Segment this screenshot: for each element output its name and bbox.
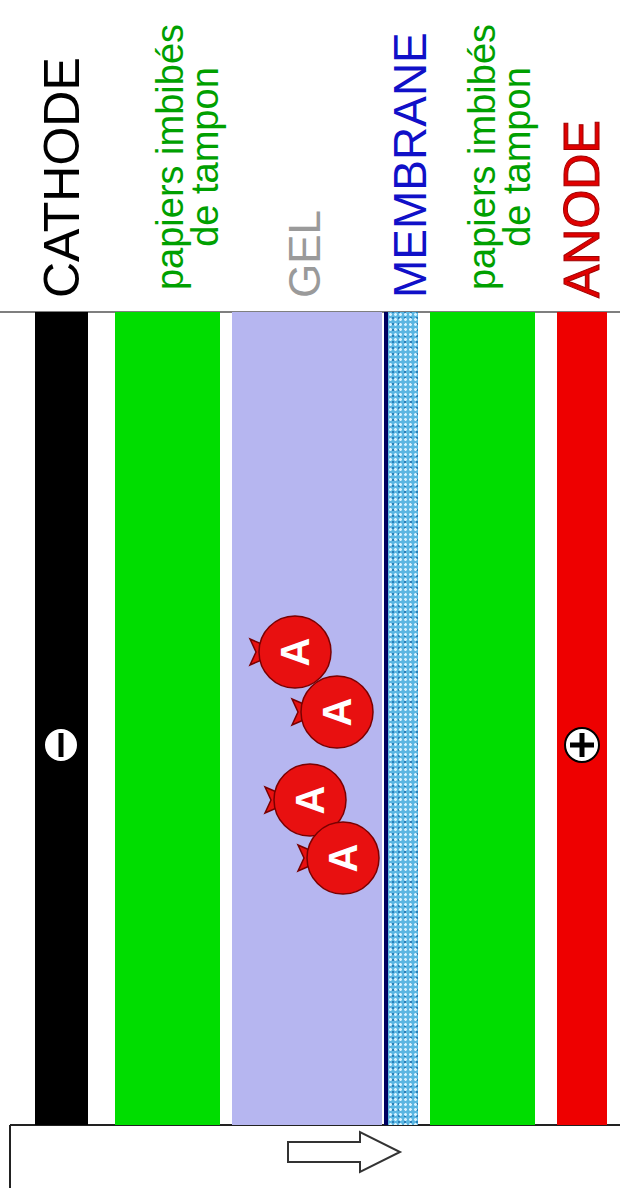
membrane-band: MEMBRANE — [384, 0, 418, 1125]
gel-band: GELAAAA — [232, 0, 382, 1125]
antigen-letter: A — [275, 638, 315, 667]
antigen-circle: A — [258, 615, 332, 689]
band-fill — [430, 312, 535, 1125]
layer-label: CATHODE — [39, 57, 85, 298]
polarity-circle — [44, 728, 78, 762]
polarity-stroke — [580, 733, 585, 757]
layer-label: papiers imbibés de tampon — [465, 16, 535, 298]
antigen-letter: A — [323, 844, 363, 873]
antigen-circle: A — [306, 821, 380, 895]
cathode-band: CATHODE — [35, 0, 88, 1125]
band-fill — [115, 312, 220, 1125]
polarity-stroke — [59, 733, 64, 757]
layer-label: GEL — [285, 210, 325, 298]
layer-label: papiers imbibés de tampon — [153, 16, 223, 298]
transfer-arrow — [288, 1132, 400, 1172]
layer-label: ANODE — [559, 120, 605, 298]
buffer-paper-band: papiers imbibés de tampon — [430, 0, 535, 1125]
band-fill — [557, 312, 607, 1125]
side-rule — [9, 1125, 11, 1188]
polarity-circle — [565, 728, 599, 762]
antigen-circle: A — [300, 675, 374, 749]
buffer-paper-band: papiers imbibés de tampon — [115, 0, 220, 1125]
antigen-letter: A — [290, 786, 330, 815]
anode-band: ANODE — [557, 0, 607, 1125]
layer-label: MEMBRANE — [389, 32, 431, 298]
antigen-letter: A — [317, 698, 357, 727]
polarity-stroke — [570, 743, 594, 748]
band-fill — [35, 312, 88, 1125]
band-fill — [384, 312, 418, 1125]
